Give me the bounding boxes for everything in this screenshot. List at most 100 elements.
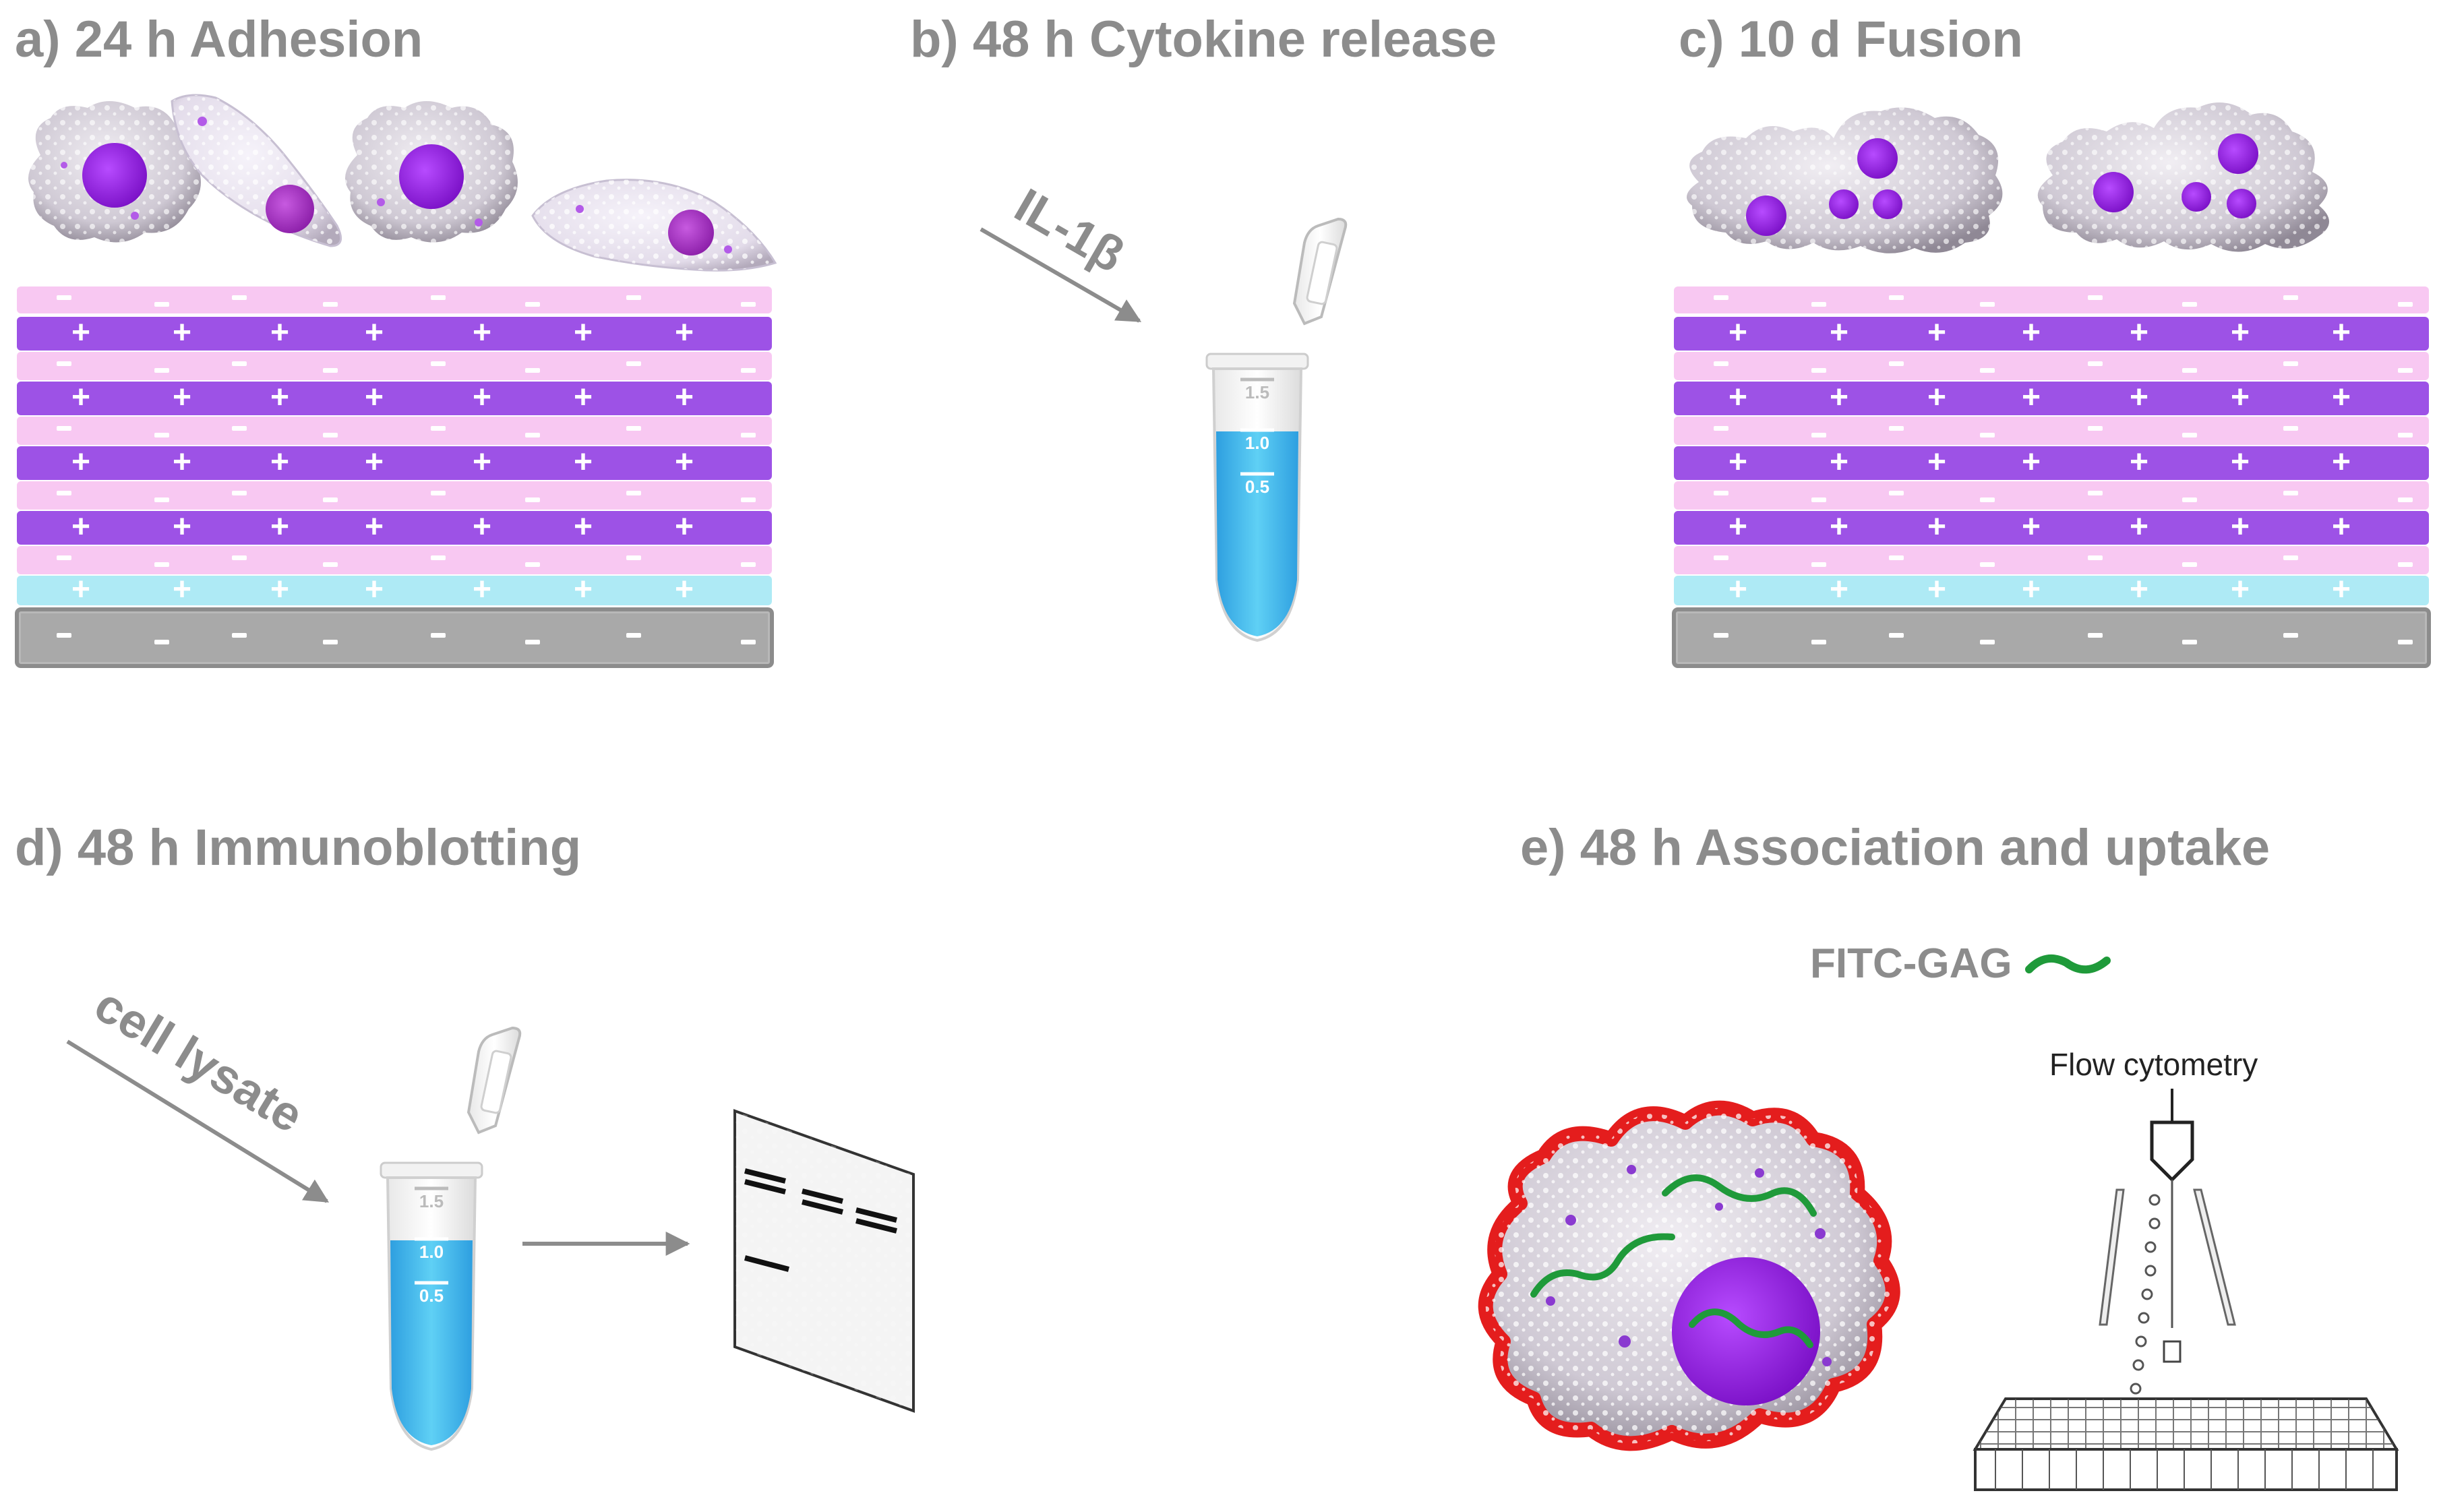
nucleus [668, 210, 714, 255]
nozzle-icon [2150, 1120, 2194, 1182]
polycation-layer [1674, 317, 2429, 351]
negative-charge-icon [2182, 640, 2197, 644]
positive-charge-icon: + [473, 509, 491, 545]
polycation-layer [1674, 576, 2429, 605]
negative-charge-icon [1811, 640, 1826, 644]
negative-charge-icon [741, 302, 756, 307]
negative-charge-icon [1980, 640, 1995, 644]
positive-charge-icon: + [173, 572, 191, 607]
negative-charge-icon [2088, 491, 2103, 495]
negative-charge-icon [1889, 555, 1904, 560]
nucleus [2093, 172, 2134, 212]
panel-b-title: b) 48 h Cytokine release [910, 11, 1497, 68]
positive-charge-icon: + [71, 315, 90, 351]
flow-cytometry-diagram: Flow cytometry [1973, 1047, 2399, 1491]
negative-charge-icon [1714, 555, 1728, 560]
blot-band [855, 1207, 897, 1223]
positive-charge-icon: + [2332, 509, 2351, 545]
negative-charge-icon [1714, 295, 1728, 300]
positive-charge-icon: + [1728, 509, 1747, 545]
negative-charge-icon [1889, 633, 1904, 638]
blot-band [802, 1199, 843, 1215]
negative-charge-icon [323, 640, 338, 644]
negative-charge-icon [431, 491, 446, 495]
panel-a-cells [28, 94, 777, 272]
negative-charge-icon [525, 562, 540, 567]
positive-charge-icon: + [71, 380, 90, 415]
cell-lysate-label: cell lysate [86, 977, 312, 1143]
negative-charge-icon [2182, 497, 2197, 502]
negative-charge-icon [323, 497, 338, 502]
negative-charge-icon [2398, 640, 2413, 644]
flow-cytometry-label: Flow cytometry [2049, 1047, 2258, 1082]
negative-charge-icon [2088, 633, 2103, 638]
panel-d-arrow: cell lysate [66, 977, 330, 1203]
negative-charge-icon [57, 555, 71, 560]
negative-charge-icon [1714, 491, 1728, 495]
positive-charge-icon: + [675, 572, 694, 607]
negative-charge-icon [1811, 562, 1826, 567]
fitc-gag-strand [1662, 1174, 1817, 1217]
negative-charge-icon [1811, 368, 1826, 373]
spindle-cell [531, 179, 777, 272]
polycation-layer [1674, 446, 2429, 480]
negative-charge-icon [323, 302, 338, 307]
negative-charge-icon [1889, 426, 1904, 431]
laser-beam [2099, 1188, 2125, 1326]
positive-charge-icon: + [473, 380, 491, 415]
positive-charge-icon: + [574, 572, 593, 607]
positive-charge-icon: + [675, 444, 694, 480]
positive-charge-icon: + [365, 315, 384, 351]
positive-charge-icon: + [270, 572, 289, 607]
negative-charge-icon [1889, 361, 1904, 366]
polyanion-layer [17, 481, 772, 510]
polycation-layer [17, 446, 772, 480]
tube-graduation: 0.5 [1245, 477, 1269, 497]
polyanion-layer [17, 546, 772, 574]
macrophage-cell [28, 101, 201, 243]
collection-tip [2163, 1340, 2182, 1363]
negative-charge-icon [57, 426, 71, 431]
negative-charge-icon [2182, 433, 2197, 437]
negative-charge-icon [323, 368, 338, 373]
nucleus [2218, 133, 2258, 174]
negative-charge-icon [431, 633, 446, 638]
positive-charge-icon: + [1830, 380, 1848, 415]
negative-charge-icon [626, 633, 641, 638]
fitc-gag-legend: FITC-GAG [1810, 940, 2111, 987]
negative-charge-icon [1980, 368, 1995, 373]
negative-charge-icon [154, 562, 169, 567]
positive-charge-icon: + [365, 572, 384, 607]
nucleus [1746, 195, 1786, 236]
positive-charge-icon: + [173, 315, 191, 351]
positive-charge-icon: + [2332, 315, 2351, 351]
positive-charge-icon: + [2022, 572, 2041, 607]
blot-band [744, 1255, 790, 1272]
nucleus [266, 185, 314, 233]
negative-charge-icon [2088, 555, 2103, 560]
polyanion-layer [17, 352, 772, 380]
negative-charge-icon [431, 361, 446, 366]
blot-band [855, 1218, 897, 1234]
positive-charge-icon: + [1728, 315, 1747, 351]
negative-charge-icon [626, 491, 641, 495]
polyanion-layer [17, 286, 772, 313]
negative-charge-icon [57, 491, 71, 495]
positive-charge-icon: + [1728, 380, 1747, 415]
panel-c-giant-cells [1687, 102, 2329, 253]
polycation-layer [17, 382, 772, 415]
positive-charge-icon: + [675, 315, 694, 351]
fitc-gag-strand [1689, 1308, 1813, 1348]
nucleus [1829, 189, 1859, 219]
macrophage-uptake-cell [1478, 1100, 1900, 1451]
negative-charge-icon [741, 497, 756, 502]
negative-charge-icon [154, 640, 169, 644]
negative-charge-icon [2283, 295, 2298, 300]
panel-a-title: a) 24 h Adhesion [15, 11, 423, 68]
negative-charge-icon [2283, 633, 2298, 638]
positive-charge-icon: + [2130, 315, 2148, 351]
gag-squiggle-icon [2025, 955, 2111, 974]
blot-band [744, 1168, 786, 1184]
polyanion-layer [1674, 286, 2429, 313]
multinucleated-giant-cell [2037, 102, 2329, 252]
